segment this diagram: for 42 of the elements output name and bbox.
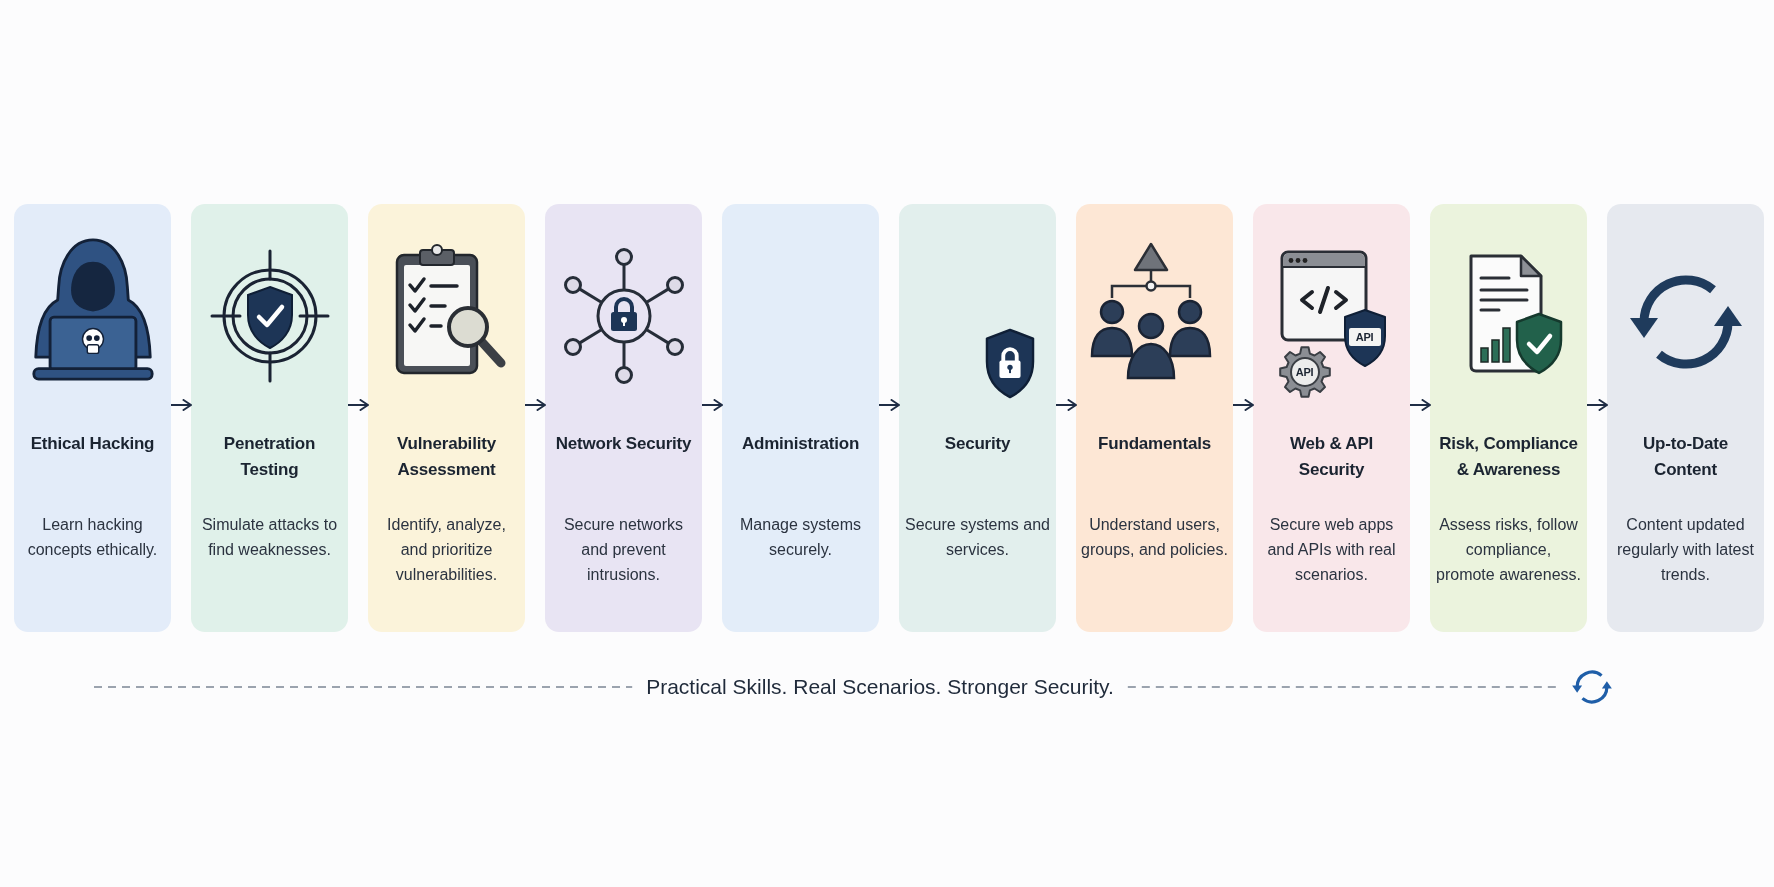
card-description: Learn hacking concepts ethically.	[26, 515, 159, 560]
card-description: Understand users, groups, and policies.	[1081, 515, 1228, 560]
card-description: Assess risks, follow compliance, promote awareness.	[1435, 515, 1582, 585]
card-title: Administration	[740, 433, 861, 455]
topic-card	[368, 204, 525, 632]
card-title: Security	[943, 433, 1012, 455]
card-title: Risk, Compliance & Awareness	[1438, 433, 1579, 481]
topic-card	[545, 204, 702, 632]
topic-card	[1076, 204, 1233, 632]
card-title: Network Security	[554, 433, 693, 455]
arrow	[1409, 399, 1431, 411]
card-description: Secure networks and prevent intrusions.	[562, 515, 685, 585]
arrow	[1232, 399, 1254, 411]
arrow	[347, 399, 369, 411]
card-description: Secure web apps and APIs with real scenarios.	[1266, 515, 1397, 585]
topic-card	[1607, 204, 1764, 632]
topic-card	[191, 204, 348, 632]
arrow	[1055, 399, 1077, 411]
card-title: Penetration Testing	[222, 433, 317, 481]
card-title: Fundamentals	[1097, 433, 1212, 455]
topic-card	[1430, 204, 1587, 632]
card-description: Manage systems securely.	[739, 515, 862, 560]
arrow	[878, 399, 900, 411]
topic-card	[1253, 204, 1410, 632]
card-description: Secure systems and services.	[904, 515, 1051, 560]
card-description: Content updated regularly with latest trends.	[1616, 515, 1755, 585]
topic-card	[722, 204, 879, 632]
topic-card	[14, 204, 171, 632]
card-title: Vulnerability Assessment	[396, 433, 497, 481]
card-description: Simulate attacks to find weaknesses.	[200, 515, 339, 560]
icon-caption: API	[1295, 366, 1314, 378]
tagline-text: Practical Skills. Real Scenarios. Stronger Security.	[646, 674, 1114, 700]
card-description: Identify, analyze, and prioritize vulnerabilities.	[386, 515, 507, 585]
arrow	[701, 399, 723, 411]
arrow	[1586, 399, 1608, 411]
arrow	[524, 399, 546, 411]
topic-card	[899, 204, 1056, 632]
arrow	[170, 399, 192, 411]
card-title: Web & API Security	[1288, 433, 1375, 481]
icon-caption: API	[1355, 331, 1374, 343]
card-title: Ethical Hacking	[29, 433, 156, 455]
card-title: Up-to-Date Content	[1642, 433, 1729, 481]
